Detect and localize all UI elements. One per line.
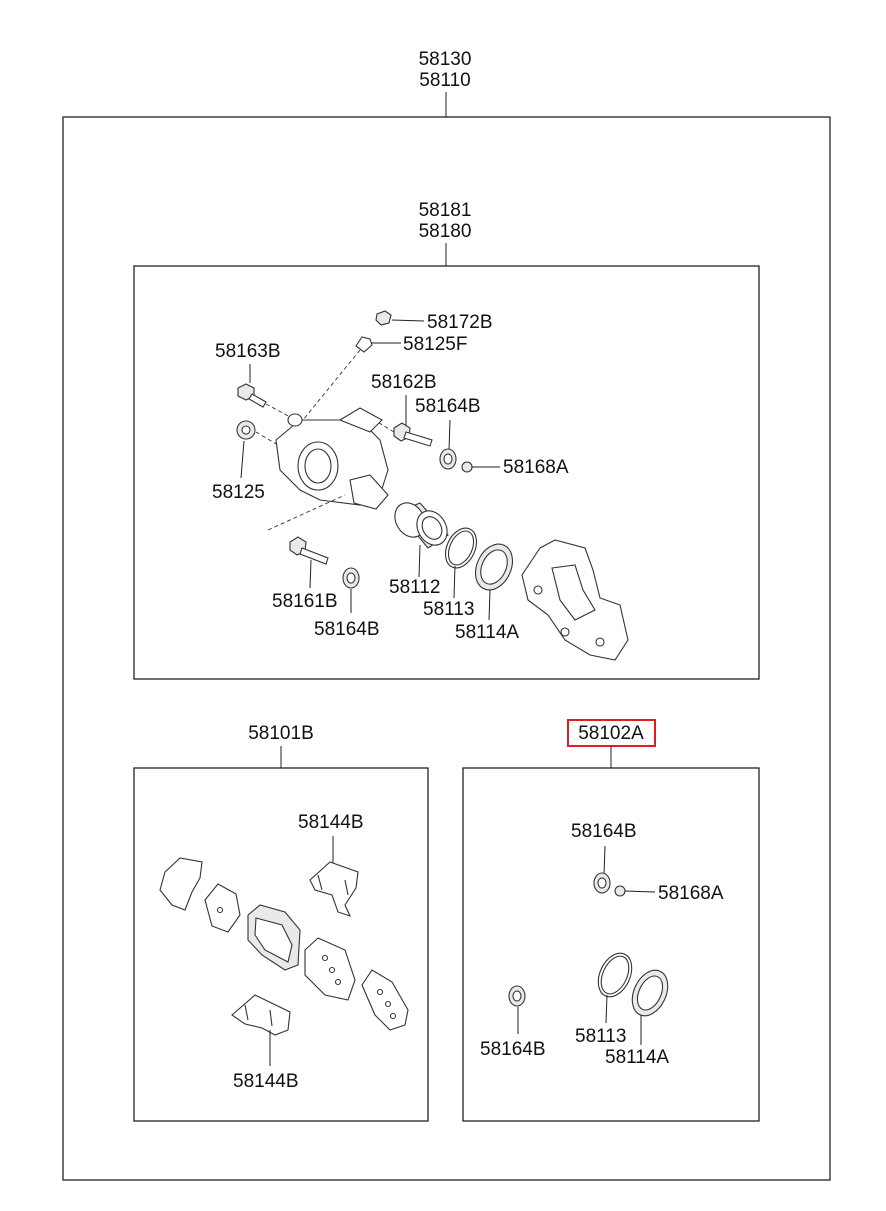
leader-58161B [309, 559, 312, 589]
pad-shim-icon [361, 969, 409, 1031]
piston-seal-icon [444, 527, 478, 569]
pad-kit-frame [133, 767, 429, 1122]
seal-piston-boot-icon [631, 969, 669, 1017]
shim-inner-icon [204, 883, 241, 933]
label-58162B[interactable]: 58162B [371, 372, 437, 393]
seal-label-58168A[interactable]: 58168A [658, 883, 724, 904]
seal-leader-58113 [605, 994, 608, 1024]
shim-outer-icon [159, 857, 203, 911]
label-58125F[interactable]: 58125F [403, 334, 467, 355]
bleeder-cap-icon [375, 310, 425, 326]
label-58112[interactable]: 58112 [389, 577, 440, 598]
seal-boot-top-icon [593, 872, 611, 894]
leader-58112 [418, 544, 421, 578]
leader-58125 [240, 440, 245, 479]
seal-dust-cap-icon [614, 885, 656, 897]
dust-cap-icon [461, 461, 500, 473]
label-58114A[interactable]: 58114A [455, 622, 519, 643]
leader-58114A [488, 589, 491, 621]
label-58163B[interactable]: 58163B [215, 341, 281, 362]
seal-label-58113[interactable]: 58113 [575, 1026, 626, 1047]
pad-kit-code[interactable]: 58101B [248, 723, 314, 744]
seal-label-58164B-bottom[interactable]: 58164B [480, 1039, 546, 1060]
label-58113[interactable]: 58113 [423, 599, 474, 620]
label-58172B[interactable]: 58172B [427, 312, 493, 333]
boot-icon [439, 448, 457, 470]
assembly-code-1[interactable]: 58130 [419, 49, 472, 70]
caliper-frame [133, 265, 760, 680]
caliper-code-1[interactable]: 58181 [419, 200, 472, 221]
piston-boot-icon [475, 543, 513, 591]
bolt-icon [237, 383, 293, 419]
caliper-body-icon [275, 407, 389, 510]
label-58161B[interactable]: 58161B [272, 591, 338, 612]
leader-58164B-top [448, 419, 451, 451]
lower-boot-icon [342, 567, 360, 589]
seal-leader-58164B-top [603, 845, 606, 875]
guide-pin-icon [357, 409, 433, 447]
bushing-icon [236, 420, 279, 446]
bleeder-screw-icon [302, 336, 401, 421]
lower-guide-pin-icon [267, 494, 346, 565]
anti-rattle-clip-top-icon [309, 861, 359, 917]
seal-kit-frame [462, 767, 760, 1122]
seal-kit-code[interactable]: 58102A [578, 723, 644, 744]
anti-rattle-clip-bottom-icon [231, 994, 291, 1036]
label-58164B-top[interactable]: 58164B [415, 396, 481, 417]
seal-boot-bottom-icon [508, 985, 526, 1007]
assembly-code-2[interactable]: 58110 [419, 70, 470, 91]
brake-pad-outer-icon [304, 937, 356, 1001]
leader-58113 [453, 565, 456, 599]
label-58144B-bottom[interactable]: 58144B [233, 1071, 299, 1092]
piston-icon [394, 502, 449, 549]
seal-label-58164B-top[interactable]: 58164B [571, 821, 637, 842]
carrier-bracket-icon [521, 539, 629, 661]
seal-piston-seal-icon [597, 952, 633, 998]
label-58168A[interactable]: 58168A [503, 457, 569, 478]
caliper-code-2[interactable]: 58180 [419, 221, 472, 242]
label-58164B-bottom[interactable]: 58164B [314, 619, 380, 640]
label-58125[interactable]: 58125 [212, 482, 265, 503]
label-58144B-top[interactable]: 58144B [298, 812, 364, 833]
seal-label-58114A[interactable]: 58114A [605, 1047, 669, 1068]
brake-pad-inner-icon [247, 904, 301, 971]
assembly-frame [62, 116, 831, 1181]
